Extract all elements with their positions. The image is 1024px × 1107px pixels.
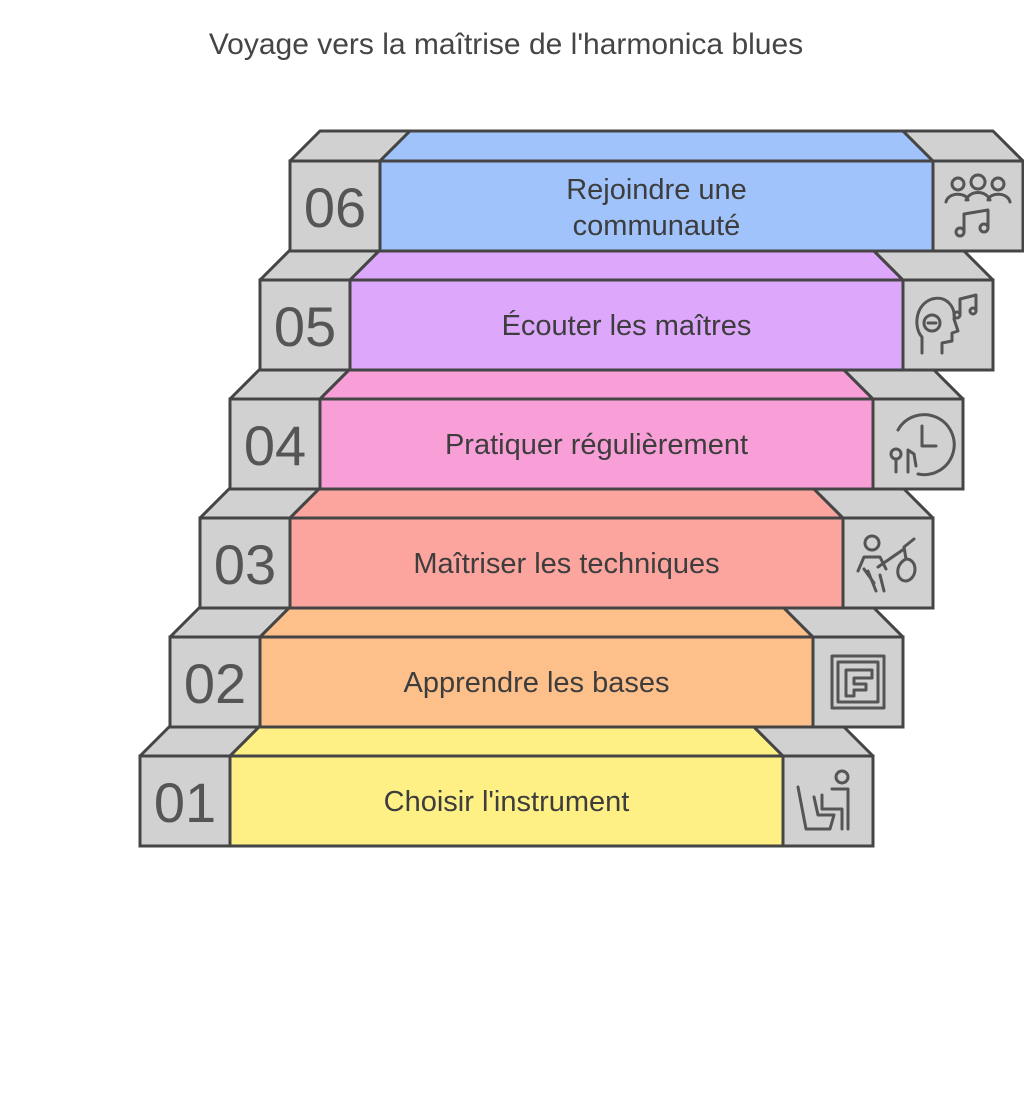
- step-number: 06: [304, 176, 366, 239]
- step-label: Choisir l'instrument: [384, 786, 630, 818]
- label-top-face: [228, 724, 785, 758]
- step-01: 01 Choisir l'instrument: [138, 724, 875, 848]
- step-label: Écouter les maîtres: [502, 309, 752, 342]
- step-06: 06 Rejoindre une communauté: [288, 129, 1024, 253]
- step-number: 02: [184, 652, 246, 715]
- label-block: [258, 635, 815, 729]
- label-block: [318, 397, 875, 491]
- step-label: Apprendre les bases: [404, 667, 670, 699]
- musician-icon: [856, 534, 917, 593]
- step-number: 03: [214, 533, 276, 596]
- step-number: 05: [274, 295, 336, 358]
- step-label: Pratiquer régulièrement: [445, 429, 748, 461]
- label-block: [378, 159, 935, 253]
- icon-block: [811, 635, 905, 729]
- step-03: 03 Maîtriser les techniques: [198, 486, 935, 610]
- step-number: 04: [244, 414, 306, 477]
- step-label: Maîtriser les techniques: [413, 548, 719, 580]
- label-top-face: [258, 605, 815, 639]
- label-top-face: [348, 248, 905, 282]
- community-music-icon: [944, 173, 1012, 238]
- step-05: 05 Écouter les maîtres: [258, 248, 995, 372]
- basic-shape-icon: [830, 654, 886, 710]
- label-block: [228, 754, 785, 848]
- diagram-title: Voyage vers la maîtrise de l'harmonica b…: [208, 28, 804, 61]
- icon-block: [781, 754, 875, 848]
- number-block: [138, 754, 232, 848]
- step-04: 04 Pratiquer régulièrement: [228, 367, 965, 491]
- person-sitting-icon: [796, 769, 850, 831]
- number-block: [228, 397, 322, 491]
- listening-head-icon: [915, 293, 978, 355]
- step-number: 01: [154, 771, 216, 834]
- label-top-face: [378, 129, 935, 163]
- label-top-face: [318, 367, 875, 401]
- icon-block: [841, 516, 935, 610]
- step-02: 02 Apprendre les bases: [168, 605, 905, 729]
- step-label-line: communauté: [573, 210, 741, 242]
- label-top-face: [288, 486, 845, 520]
- step-label-line: Rejoindre une: [566, 174, 747, 206]
- clock-practice-icon: [889, 413, 956, 477]
- number-block: [198, 516, 292, 610]
